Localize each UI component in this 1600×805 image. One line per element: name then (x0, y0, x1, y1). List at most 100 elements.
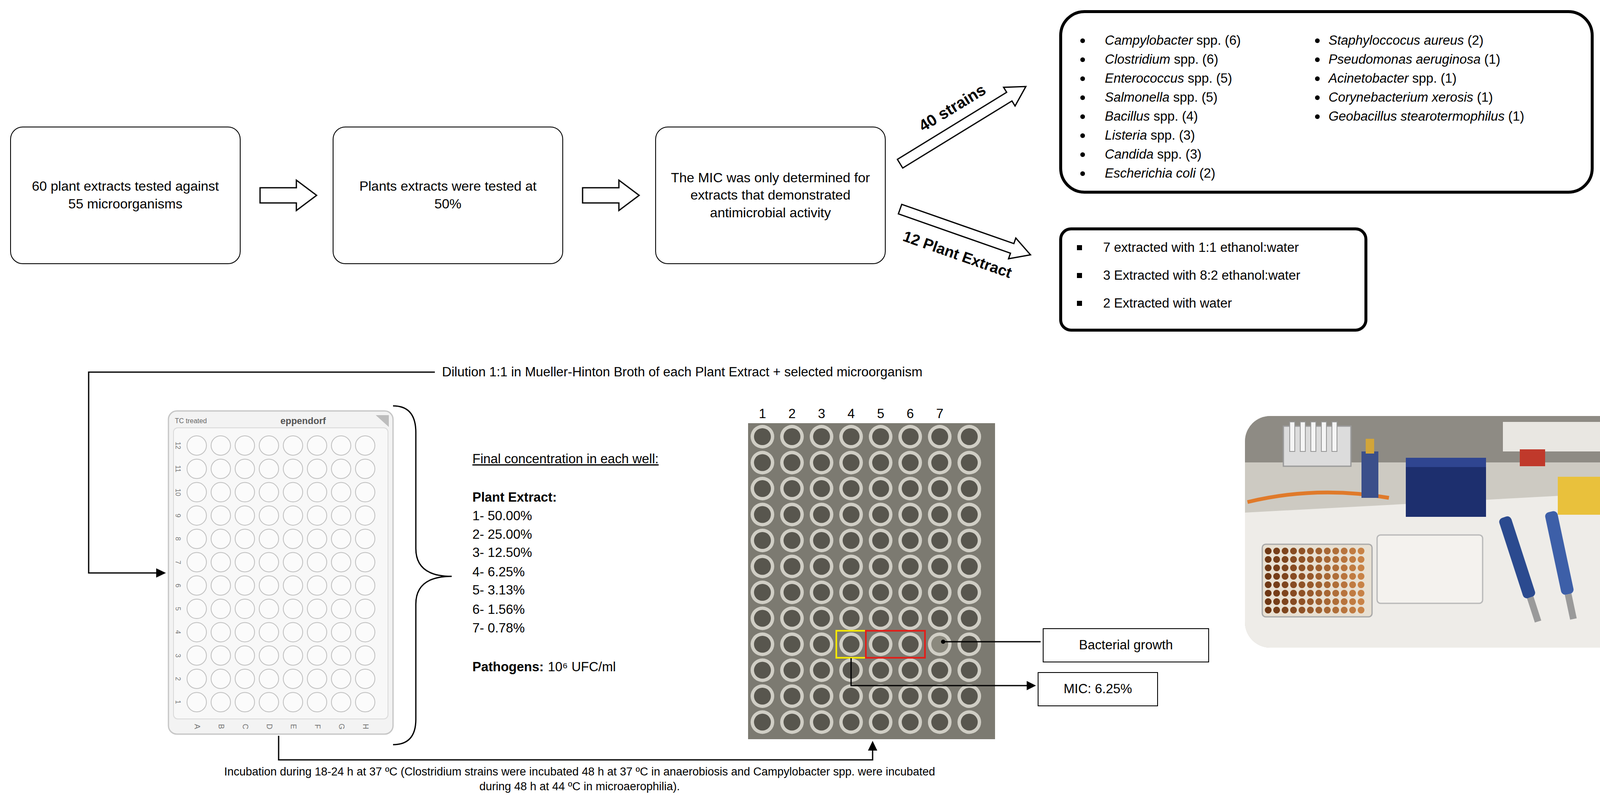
callout-box: Bacterial growth (1042, 628, 1210, 663)
plate-well (211, 669, 231, 689)
photo-well-rim (839, 684, 863, 709)
photo-well-rim (839, 555, 863, 579)
plate-well (307, 576, 327, 596)
photo-well (842, 688, 860, 706)
photo-well-rim (780, 503, 804, 527)
plate-well (355, 692, 375, 713)
lab-well (1273, 581, 1280, 589)
photo-well-rim (898, 632, 923, 657)
plate-well (331, 599, 351, 619)
photo-well (783, 558, 801, 576)
photo-well (813, 636, 830, 654)
photo-well (931, 688, 949, 706)
lab-well (1290, 590, 1297, 597)
photo-well (931, 636, 949, 654)
photo-well-rim (927, 710, 952, 735)
photo-well (960, 636, 978, 654)
plate-index: 7 (173, 560, 182, 565)
photo-well (872, 454, 890, 472)
plate-well (235, 692, 255, 713)
lab-well (1332, 547, 1340, 555)
lab-well (1273, 564, 1280, 572)
photo-well (753, 662, 771, 680)
photo-well (901, 584, 919, 602)
plate-index: E (288, 724, 298, 730)
leader-dot (941, 640, 946, 645)
genus-name: Candida (1104, 146, 1154, 162)
photo-well (753, 610, 771, 628)
photo-well (872, 610, 890, 628)
photo-well (872, 662, 890, 680)
photo-well-rim (868, 710, 893, 735)
photo-well (842, 454, 860, 472)
list-item: Staphyloccocus aureus (2) (1328, 32, 1484, 49)
photo-well-rim (957, 607, 982, 631)
photo-well-rim (750, 684, 775, 709)
photo-well-rim (780, 710, 804, 735)
column-number: 3 (817, 406, 825, 422)
plate-well (187, 436, 207, 456)
text-label: eppendorf (280, 415, 326, 427)
plate-well (331, 482, 351, 503)
lab-well (1307, 598, 1314, 606)
lab-photo (1244, 416, 1600, 649)
plate-well (211, 692, 231, 713)
photo-well (931, 428, 949, 446)
photo-well-rim (809, 425, 834, 449)
lab-well (1332, 564, 1340, 572)
lab-well (1349, 607, 1356, 614)
photo-well (931, 454, 949, 472)
plate-well (331, 576, 351, 596)
plate-index: F (312, 724, 322, 730)
column-number: 5 (876, 406, 885, 422)
lab-well (1298, 547, 1306, 555)
photo-well (901, 454, 919, 472)
lab-well (1264, 556, 1272, 564)
plate-well (211, 459, 231, 479)
lab-well (1290, 556, 1297, 564)
photo-well-rim (927, 632, 952, 657)
plate-well (283, 576, 303, 596)
photo-well-rim (957, 503, 982, 527)
lab-well (1315, 556, 1323, 564)
plate-well (211, 646, 231, 666)
plate-well (187, 692, 207, 713)
lab-well (1315, 564, 1323, 572)
genus-name: Geobacillus stearotermophilus (1328, 108, 1505, 124)
photo-well-rim (809, 607, 834, 631)
photo-well-rim (839, 477, 863, 501)
photo-well-rim (957, 477, 982, 501)
lab-well (1264, 573, 1272, 581)
plate-well (331, 506, 351, 526)
photo-well-rim (927, 503, 952, 527)
photo-well-rim (750, 503, 775, 527)
plate-well (235, 576, 255, 596)
callout-text: Bacterial growth (1079, 637, 1173, 654)
genus-name: Listeria (1104, 127, 1148, 143)
lab-well (1290, 598, 1297, 606)
lab-well (1264, 598, 1272, 606)
photo-well-rim (927, 425, 952, 449)
photo-well (813, 714, 830, 732)
photo-well (813, 532, 830, 550)
photo-well (753, 532, 771, 550)
lab-well (1340, 547, 1348, 555)
photo-well-rim (898, 555, 923, 579)
plate-well (307, 482, 327, 503)
lab-well (1315, 573, 1323, 581)
photo-well (813, 480, 830, 498)
lab-well (1323, 573, 1331, 581)
lab-well (1340, 564, 1348, 572)
bullet-square (1076, 273, 1083, 279)
list-item: Pseudomonas aeruginosa (1) (1328, 51, 1501, 68)
photo-well (931, 714, 949, 732)
lab-well (1357, 573, 1365, 581)
edge-label: 12 Plant Extract (899, 226, 1017, 283)
photo-well-rim (868, 528, 893, 553)
list-item: Bacillus spp. (4) (1104, 108, 1199, 125)
list-item: Clostridium spp. (6) (1104, 51, 1219, 68)
plate-well (307, 459, 327, 479)
plate-well (331, 669, 351, 689)
photo-well (872, 480, 890, 498)
lab-well (1357, 590, 1365, 597)
